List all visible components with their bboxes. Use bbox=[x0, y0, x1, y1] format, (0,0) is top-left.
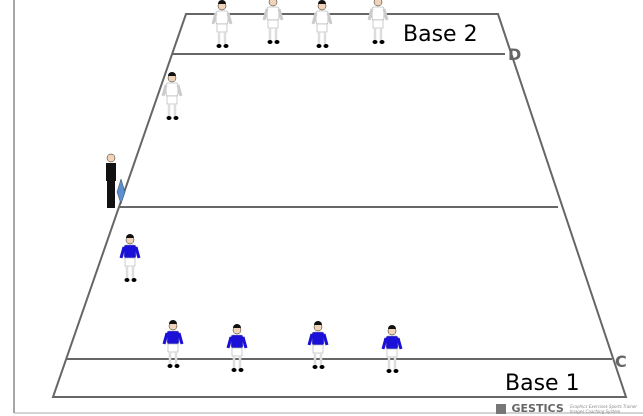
white-player bbox=[311, 0, 333, 48]
tagline-1: Graphics Exercises Sports Trainer bbox=[569, 403, 637, 409]
corner-d-label: D bbox=[508, 45, 521, 64]
white-player bbox=[211, 0, 233, 48]
brand-tagline: Graphics Exercises Sports Trainer Images… bbox=[570, 404, 637, 414]
base1-label: Base 1 bbox=[505, 371, 580, 396]
blue-player bbox=[162, 320, 184, 368]
corner-c-label: C bbox=[615, 352, 627, 371]
white-player bbox=[367, 0, 389, 44]
tagline-2: Images Coaching System bbox=[569, 408, 621, 414]
field-outline bbox=[51, 13, 628, 398]
white-player-running bbox=[161, 72, 183, 120]
footer-branding: GESTICS Graphics Exercises Sports Traine… bbox=[495, 402, 637, 415]
players-layer bbox=[106, 0, 403, 373]
flag-icon bbox=[116, 178, 126, 205]
base2-label: Base 2 bbox=[403, 22, 478, 47]
blue-player-running bbox=[119, 234, 141, 282]
blue-player bbox=[381, 325, 403, 373]
logo-icon bbox=[495, 403, 506, 414]
white-player bbox=[262, 0, 284, 44]
assistant-referee bbox=[106, 153, 126, 208]
blue-player bbox=[307, 321, 329, 369]
blue-player bbox=[226, 324, 248, 372]
brand-name: GESTICS bbox=[511, 402, 564, 415]
